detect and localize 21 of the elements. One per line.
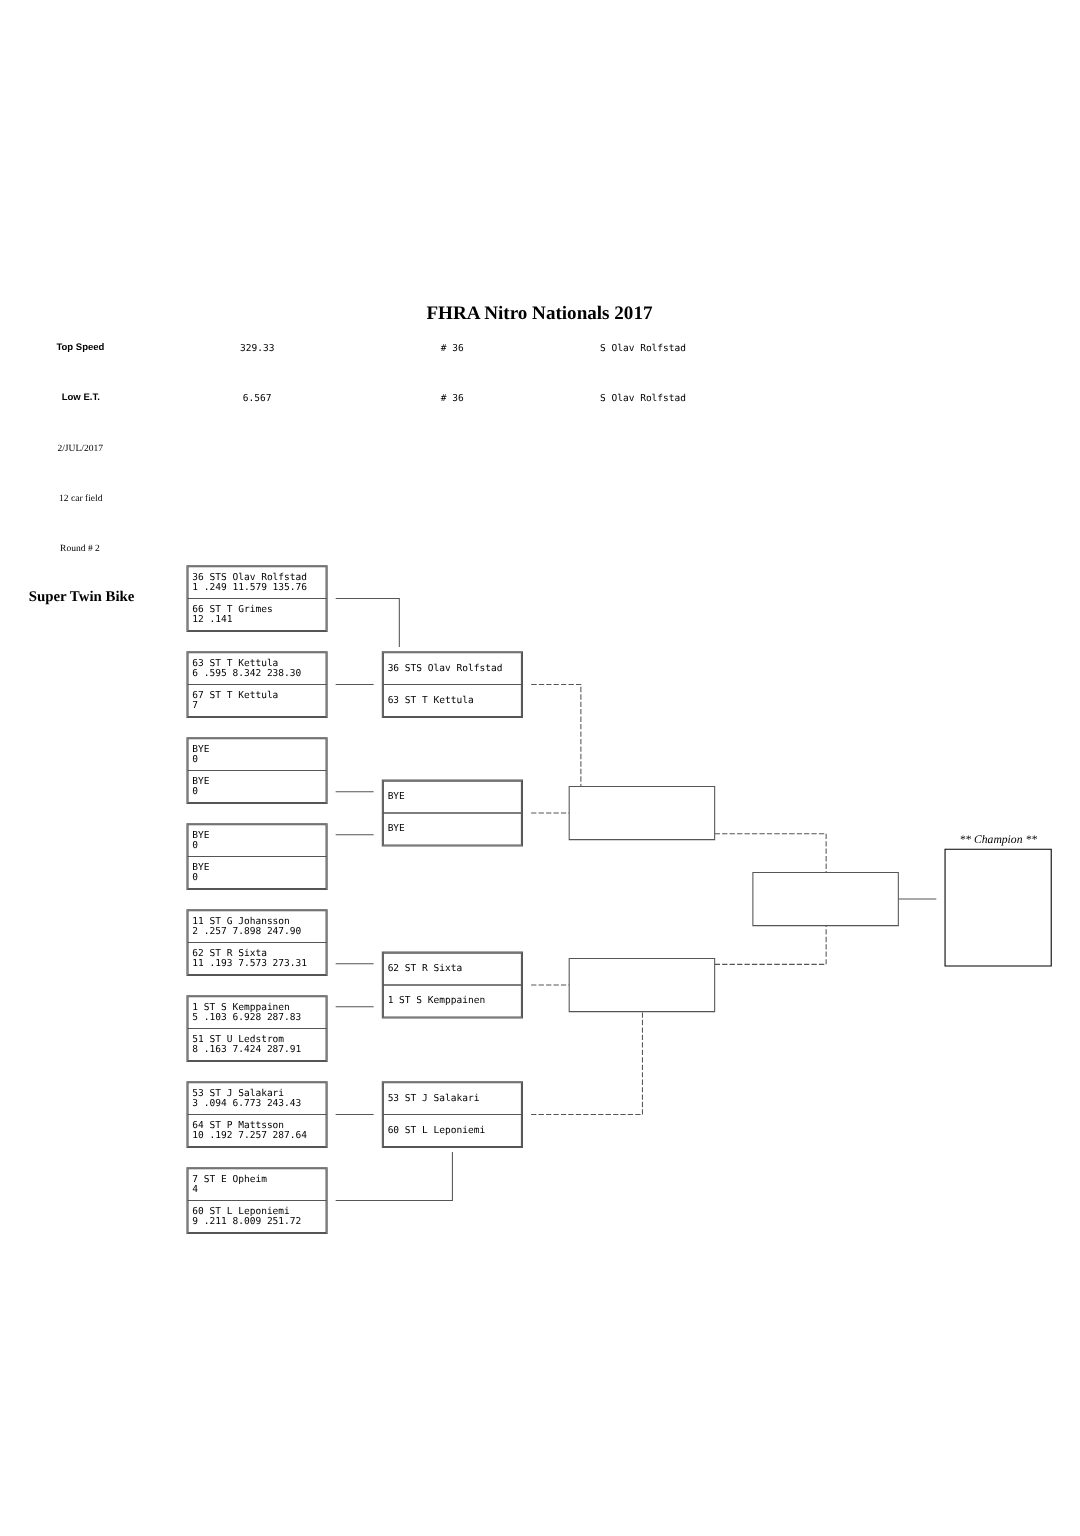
connector bbox=[530, 983, 570, 985]
connector bbox=[898, 897, 937, 899]
connector bbox=[530, 683, 582, 786]
connector bbox=[530, 1010, 643, 1115]
node-box bbox=[752, 871, 899, 926]
connector bbox=[335, 833, 375, 835]
connector bbox=[335, 597, 400, 647]
label: Super Twin Bike bbox=[28, 586, 135, 605]
connector bbox=[714, 924, 827, 964]
connector bbox=[335, 962, 375, 964]
node-box bbox=[944, 847, 1052, 966]
connector bbox=[335, 683, 375, 685]
connector bbox=[714, 832, 827, 873]
node-box bbox=[568, 785, 716, 840]
connector bbox=[335, 1150, 453, 1201]
connector bbox=[530, 811, 570, 813]
connector bbox=[335, 1113, 375, 1115]
connector bbox=[335, 1005, 375, 1007]
node-box bbox=[568, 957, 716, 1012]
connector bbox=[335, 790, 375, 792]
diagram-title: FHRA Nitro Nationals 2017 bbox=[426, 301, 653, 324]
